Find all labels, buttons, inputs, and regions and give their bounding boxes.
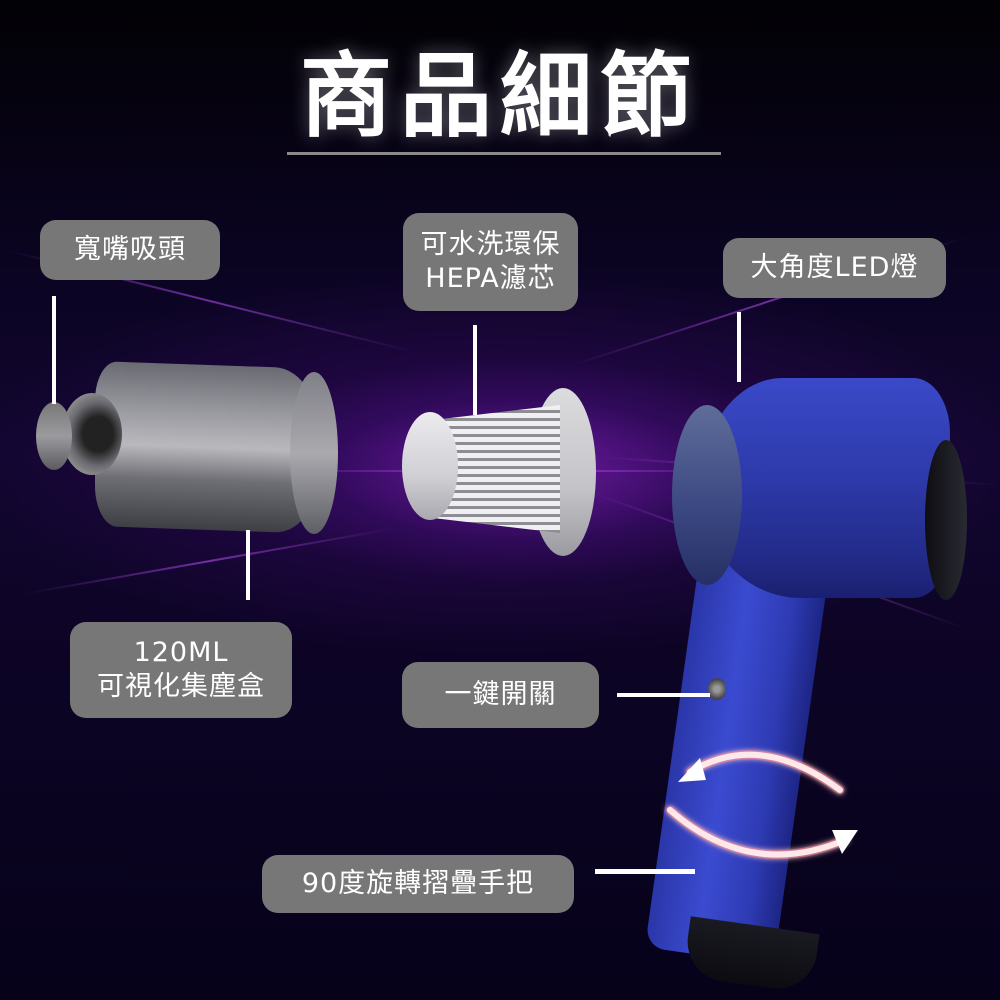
vacuum-front-face <box>672 405 742 585</box>
leader-line <box>737 312 741 382</box>
label-dust-cup: 120ML 可視化集塵盒 <box>70 622 292 718</box>
label-hepa-filter: 可水洗環保 HEPA濾芯 <box>403 213 578 311</box>
label-text: 120ML <box>133 637 229 668</box>
vacuum-rear-ring <box>925 440 967 600</box>
label-text: 可視化集塵盒 <box>97 671 265 702</box>
label-wide-nozzle: 寬嘴吸頭 <box>40 220 220 280</box>
label-power-switch: 一鍵開關 <box>402 662 599 728</box>
leader-line <box>246 530 250 600</box>
leader-line <box>617 693 710 697</box>
wide-nozzle-tip <box>36 402 72 470</box>
label-led-light: 大角度LED燈 <box>723 238 946 298</box>
page-title: 商品細節 <box>299 43 700 150</box>
label-text: 90度旋轉摺疊手把 <box>301 868 535 899</box>
dust-cup-end <box>290 372 338 534</box>
label-text: HEPA濾芯 <box>425 263 556 294</box>
leader-line <box>52 296 56 404</box>
leader-line <box>473 325 477 415</box>
label-text: 大角度LED燈 <box>750 252 919 283</box>
label-text: 一鍵開關 <box>444 679 557 710</box>
dust-cup-neck <box>62 393 122 475</box>
leader-line <box>595 869 695 874</box>
filter-cap <box>402 412 458 520</box>
power-button-icon <box>708 678 726 700</box>
title-divider <box>287 152 721 155</box>
label-folding-handle: 90度旋轉摺疊手把 <box>262 855 574 913</box>
label-text: 可水洗環保 <box>420 229 561 260</box>
label-text: 寬嘴吸頭 <box>74 234 186 265</box>
rotate-arrows-icon <box>665 750 858 859</box>
